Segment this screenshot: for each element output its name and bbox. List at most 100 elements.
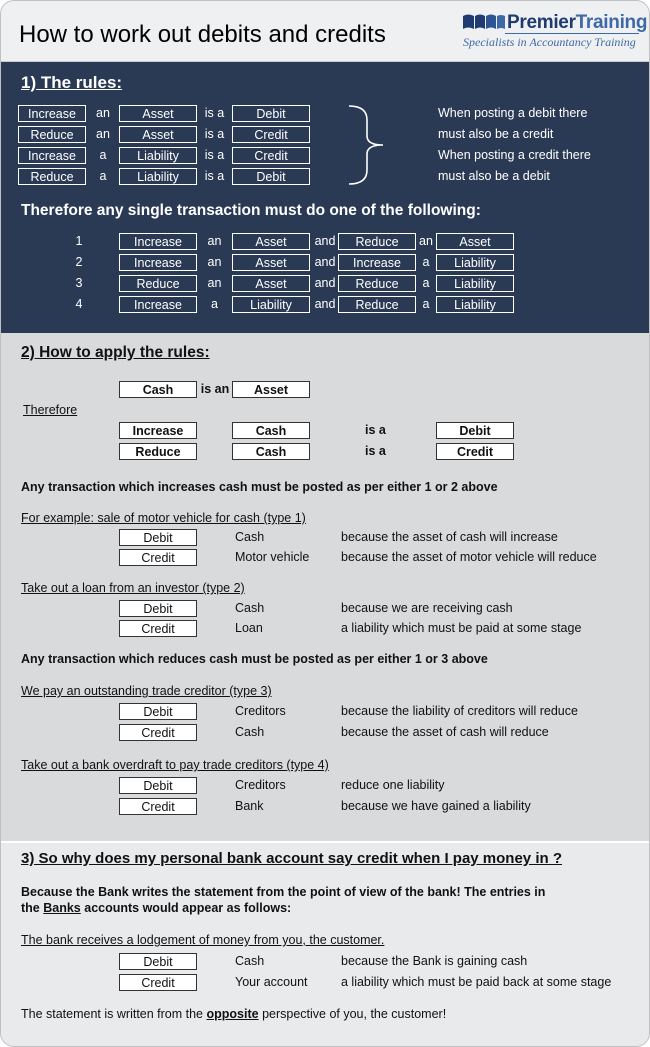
rule-action: Increase	[18, 105, 86, 122]
credit-box: Credit	[119, 974, 197, 991]
is-an-text: is an	[200, 382, 230, 396]
rule-action: Reduce	[18, 126, 86, 143]
debit-box: Debit	[119, 529, 197, 546]
entry-reason: because the liability of creditors will …	[341, 704, 578, 718]
transaction-item: Liability	[232, 296, 310, 313]
example-heading: Take out a loan from an investor (type 2…	[21, 581, 245, 595]
debit-box: Debit	[119, 953, 197, 970]
transaction-article: a	[211, 297, 218, 311]
increase-cash-note: Any transaction which increases cash mus…	[21, 480, 498, 494]
header: How to work out debits and credits Premi…	[1, 1, 649, 62]
entry-account: Cash	[235, 530, 265, 544]
entry-account: Cash	[235, 725, 265, 739]
transaction-item: Liability	[436, 275, 514, 292]
entry-account: Creditors	[235, 778, 286, 792]
apply-result: Credit	[436, 443, 514, 460]
cash-box: Cash	[119, 381, 197, 398]
bank-paragraph-line1: Because the Bank writes the statement fr…	[21, 885, 546, 899]
entry-reason: because the asset of cash will increase	[341, 530, 558, 544]
rule-is: is a	[204, 127, 225, 141]
apply-action: Reduce	[119, 443, 197, 460]
rule-item: Liability	[119, 168, 197, 185]
rules-section: 1) The rules: Increase an Asset is a Deb…	[1, 62, 649, 333]
rule-article: an	[96, 127, 110, 141]
curly-brace-icon	[348, 105, 384, 185]
reduce-cash-note: Any transaction which reduces cash must …	[21, 652, 488, 666]
rule-article: a	[99, 148, 107, 162]
entry-reason: because the asset of motor vehicle will …	[341, 550, 597, 564]
debit-box: Debit	[119, 703, 197, 720]
apply-item: Cash	[232, 422, 310, 439]
apply-is: is a	[365, 423, 386, 437]
entry-account: Loan	[235, 621, 263, 635]
entry-account: Bank	[235, 799, 264, 813]
debit-box: Debit	[119, 600, 197, 617]
rule-result: Debit	[232, 105, 310, 122]
transaction-article: an	[207, 234, 222, 248]
transaction-and: and	[314, 276, 336, 290]
transaction-article: an	[207, 255, 222, 269]
rule-item: Asset	[119, 126, 197, 143]
transaction-item: Asset	[232, 233, 310, 250]
rule-note: When posting a credit there	[438, 148, 591, 162]
transaction-action: Increase	[119, 254, 197, 271]
asset-box: Asset	[232, 381, 310, 398]
bank-section: 3) So why does my personal bank account …	[1, 843, 649, 1046]
entry-reason: reduce one liability	[341, 778, 445, 792]
apply-action: Increase	[119, 422, 197, 439]
section-divider	[1, 841, 649, 843]
entry-reason: because the Bank is gaining cash	[341, 954, 528, 968]
bank-title: 3) So why does my personal bank account …	[21, 850, 562, 867]
apply-is: is a	[365, 444, 386, 458]
rule-action: Reduce	[18, 168, 86, 185]
credit-box: Credit	[119, 620, 197, 637]
apply-title: 2) How to apply the rules:	[21, 344, 210, 361]
entry-account: Cash	[235, 954, 265, 968]
rule-note: must also be a credit	[438, 127, 554, 141]
rule-is: is a	[204, 148, 225, 162]
logo-underline	[505, 33, 639, 34]
transaction-action: Reduce	[338, 233, 416, 250]
transaction-action: Increase	[119, 233, 197, 250]
transaction-action: Reduce	[338, 296, 416, 313]
entry-reason: a liability which must be paid back at s…	[341, 975, 612, 989]
transaction-number: 4	[75, 297, 83, 311]
entry-reason: because the asset of cash will reduce	[341, 725, 549, 739]
entry-reason: because we have gained a liability	[341, 799, 531, 813]
rule-is: is a	[204, 169, 225, 183]
apply-item: Cash	[232, 443, 310, 460]
logo-name: PremierTraining	[507, 12, 648, 33]
transaction-article: a	[422, 276, 430, 290]
bank-heading: The bank receives a lodgement of money f…	[21, 933, 385, 947]
rule-item: Liability	[119, 147, 197, 164]
credit-box: Credit	[119, 798, 197, 815]
entry-account: Cash	[235, 601, 265, 615]
transaction-action: Increase	[338, 254, 416, 271]
transaction-item: Asset	[436, 233, 514, 250]
page-title: How to work out debits and credits	[19, 21, 386, 48]
transaction-and: and	[314, 297, 336, 311]
bank-paragraph-line2: the Banks accounts would appear as follo…	[21, 901, 292, 915]
transaction-item: Asset	[232, 275, 310, 292]
logo-tagline: Specialists in Accountancy Training	[463, 35, 636, 49]
apply-result: Debit	[436, 422, 514, 439]
credit-box: Credit	[119, 724, 197, 741]
rule-article: a	[99, 169, 107, 183]
rule-is: is a	[204, 106, 225, 120]
rule-item: Asset	[119, 105, 197, 122]
rule-note: When posting a debit there	[438, 106, 588, 120]
rule-article: an	[96, 106, 110, 120]
transaction-article: a	[422, 255, 430, 269]
entry-reason: because we are receiving cash	[341, 601, 513, 615]
entry-account: Motor vehicle	[235, 550, 310, 564]
credit-box: Credit	[119, 549, 197, 566]
rule-result: Credit	[232, 147, 310, 164]
transaction-number: 3	[75, 276, 83, 290]
transaction-article: an	[207, 276, 222, 290]
example-heading: Take out a bank overdraft to pay trade c…	[21, 758, 329, 772]
rule-result: Debit	[232, 168, 310, 185]
rules-title: 1) The rules:	[21, 73, 123, 92]
transaction-article: an	[419, 234, 433, 248]
transaction-action: Increase	[119, 296, 197, 313]
transaction-action: Reduce	[119, 275, 197, 292]
